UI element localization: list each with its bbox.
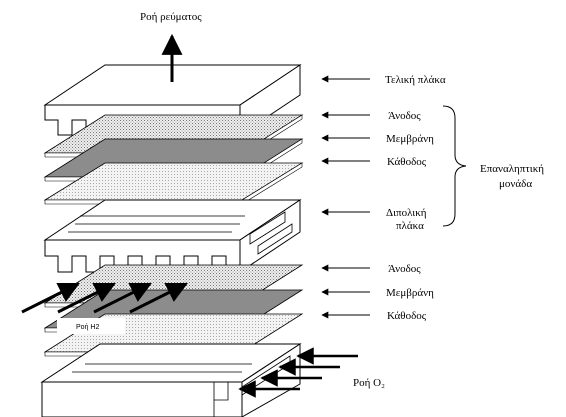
label-membrane-1: Μεμβράνη xyxy=(386,133,434,145)
label-cathode-1: Κάθοδος xyxy=(387,156,427,168)
label-bipolar-line2: πλάκα xyxy=(396,220,424,232)
label-bipolar-line1: Διπολική xyxy=(386,207,427,219)
label-anode-2: Άνοδος xyxy=(388,263,421,275)
o2-flow-arrows xyxy=(238,347,358,398)
current-flow-label: Ροή ρεύματος xyxy=(140,11,202,23)
label-membrane-2: Μεμβράνη xyxy=(386,287,434,299)
o2-flow-label: Ροή O₂ xyxy=(353,377,385,389)
repeat-unit-brace xyxy=(442,105,467,227)
label-repeat-line1: Επαναληπτική xyxy=(480,163,544,175)
bipolar-plate xyxy=(43,199,302,273)
label-cathode-2: Κάθοδος xyxy=(387,310,427,322)
h2-flow-arrows xyxy=(21,282,188,314)
label-repeat-line2: μονάδα xyxy=(499,178,532,190)
label-end-plate: Τελική πλάκα xyxy=(385,74,446,86)
h2-flow-label: Ροή H2 xyxy=(76,324,99,331)
h2-label-box xyxy=(57,318,125,334)
label-anode-1: Άνοδος xyxy=(388,110,421,122)
